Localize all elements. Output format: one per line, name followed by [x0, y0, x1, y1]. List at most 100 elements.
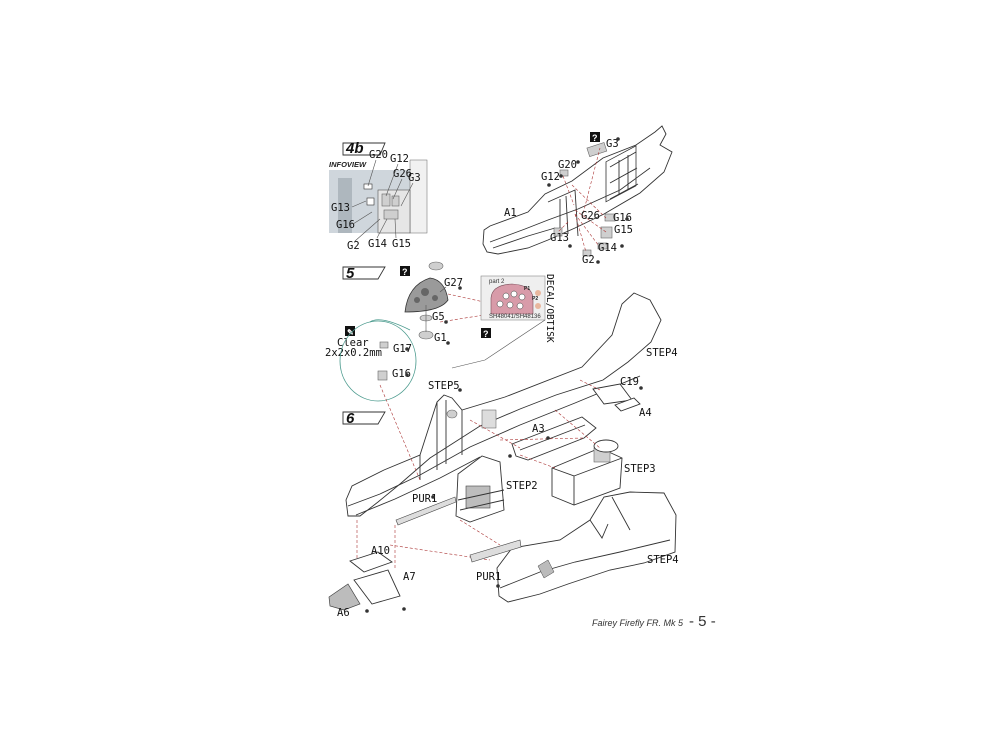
- decal-dot-p1: [535, 290, 541, 296]
- label-g12: G12: [541, 171, 560, 183]
- infoview-left-wall: [338, 178, 352, 233]
- decal-part: part 2: [489, 279, 505, 285]
- part-g15: [600, 226, 613, 239]
- glue-mark-9: [458, 286, 462, 290]
- instrument-dial-1: [421, 288, 429, 296]
- step-6-number: 6: [346, 410, 355, 427]
- step-4b: 4b INFOVIEW G20 G12 G26 G3 G13 G16 G2 G1…: [329, 140, 428, 252]
- part-g17: [379, 341, 389, 349]
- infoview-part-e: [366, 197, 375, 206]
- infoview-part-a: [381, 193, 391, 207]
- decal-side-label: DECAL/OBTISK: [544, 274, 555, 343]
- label-4b-g3: G3: [408, 172, 421, 184]
- step-5-number: 5: [346, 265, 355, 282]
- glue-mark-11: [446, 341, 450, 345]
- cockpit-floor-line: [519, 424, 586, 451]
- gunsight-part: [428, 261, 444, 271]
- label-g15: G15: [614, 224, 633, 236]
- step-4b-flag: [342, 142, 386, 156]
- detail-circle-tail: [369, 319, 411, 331]
- infoview-part-c: [383, 209, 399, 220]
- note-icon: [345, 326, 355, 336]
- info-box-mark: ?: [592, 133, 598, 143]
- label-4b-g14: G14: [368, 238, 387, 250]
- part-a6: [328, 583, 361, 611]
- infoview-part-b: [391, 195, 400, 207]
- label-step3: STEP3: [624, 463, 656, 475]
- decal-p1: P1: [524, 286, 530, 292]
- glue-mark-18: [431, 495, 435, 499]
- pur1-strip-top: [395, 496, 457, 526]
- label-pur1-top: PUR1: [412, 493, 437, 505]
- label-g1: G1: [434, 332, 447, 344]
- label-a6: A6: [337, 607, 350, 619]
- note-icon-mark: ✎: [347, 328, 354, 337]
- sidewall-guide-lines: [557, 147, 607, 253]
- fuselage-left-half: [345, 292, 662, 517]
- part-g14: [597, 242, 608, 250]
- page-number: - 5 -: [689, 613, 716, 630]
- glue-mark-19: [496, 584, 500, 588]
- label-4b-g26: G26: [393, 168, 412, 180]
- label-c19: C19: [620, 376, 639, 388]
- step5-assembly-part: [446, 409, 458, 419]
- decal-code: SH48041/SH48136: [489, 314, 541, 320]
- glue-mark-2: [559, 174, 563, 178]
- glue-mark-8: [596, 260, 600, 264]
- fuselage-left-frames: [419, 400, 463, 480]
- glue-mark-4: [547, 183, 551, 187]
- info-box-mark-5: ?: [402, 267, 408, 277]
- step-5: 5 ? G27 G5 G1 part 2 P1 P2 SH48041/SH481…: [325, 261, 555, 402]
- fuselage-sidewall-detail: [481, 409, 497, 429]
- clear-note-line2: 2x2x0.2mm: [325, 347, 382, 359]
- label-4b-g15: G15: [392, 238, 411, 250]
- label-a4: A4: [639, 407, 652, 419]
- part-g13: [553, 227, 563, 237]
- infoview-part-d: [363, 183, 373, 190]
- label-g2: G2: [582, 254, 595, 266]
- label-g3: G3: [606, 138, 619, 150]
- decal-dial-6: [516, 302, 524, 310]
- glue-mark-3: [576, 160, 580, 164]
- label-4b-g16: G16: [336, 219, 355, 231]
- label-step4-top: STEP4: [646, 347, 678, 359]
- fuselage-right-cockpit-edges: [589, 496, 631, 539]
- pur1-strip-bottom: [469, 539, 522, 563]
- label-g26: G26: [581, 210, 600, 222]
- assembly-guide-lines: [356, 379, 601, 570]
- sidewall-a1-line-2: [492, 227, 556, 249]
- footer-model-name: Fairey Firefly FR. Mk 5: [592, 618, 684, 628]
- part-g20: [559, 169, 569, 177]
- infoview-label: INFOVIEW: [329, 160, 367, 169]
- decal-dial-4: [496, 300, 504, 308]
- sidewall-a1-assembly: G3 G20 G12 A1 G26 G16 G15 G13 G14 G2 ?: [482, 125, 673, 266]
- sidewall-frame-grid: [605, 145, 637, 203]
- label-4b-g13: G13: [331, 202, 350, 214]
- info-box-icon: [590, 132, 600, 142]
- glue-mark-6: [620, 244, 624, 248]
- decal-dial-1: [502, 292, 510, 300]
- step-6: 6 STEP5 STEP4 C19 A4 A3 STEP3 STEP2 PUR1: [328, 292, 679, 619]
- glue-marks: [365, 137, 643, 613]
- label-5-g17: G17: [393, 343, 412, 355]
- label-a3: A3: [532, 423, 545, 435]
- part-g2: [582, 249, 592, 257]
- fuselage-right-contour: [499, 539, 671, 589]
- step2-tub-lines: [457, 489, 505, 511]
- glue-mark-21: [402, 607, 406, 611]
- glue-mark-15: [458, 388, 462, 392]
- cockpit-floor-a3: [511, 416, 597, 461]
- detail-circle: [339, 320, 417, 402]
- glue-mark-20: [365, 609, 369, 613]
- decal-dial-5: [506, 301, 514, 309]
- part-g16-5: [377, 370, 388, 381]
- part-a7: [353, 569, 401, 605]
- glue-mark-1: [616, 137, 620, 141]
- clear-note-line1: Clear: [337, 337, 369, 349]
- label-pur1-bottom: PUR1: [476, 571, 501, 583]
- label-a7: A7: [403, 571, 416, 583]
- decal-dot-p2: [535, 303, 541, 309]
- instrument-dial-2: [432, 295, 438, 301]
- part-g3: [586, 142, 608, 157]
- label-g14: G14: [598, 242, 617, 254]
